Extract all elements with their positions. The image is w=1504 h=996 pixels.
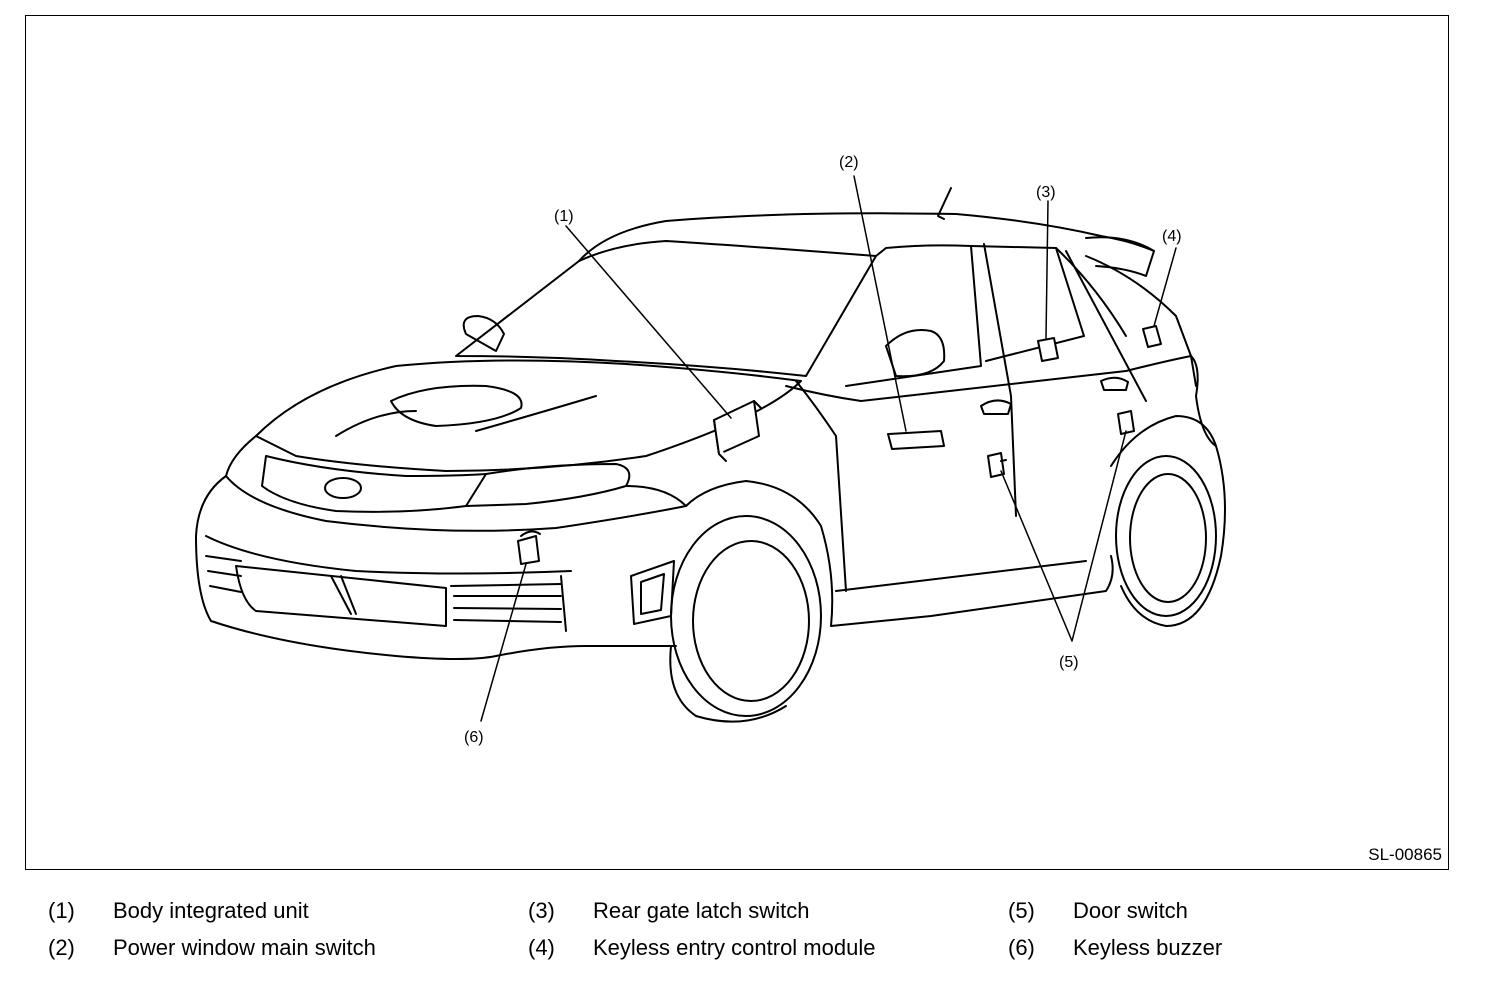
callout-1: (1): [554, 208, 574, 225]
legend-label: Keyless buzzer: [1073, 935, 1223, 960]
legend-number: (2): [48, 935, 75, 960]
component-markers: [517, 325, 1162, 565]
legend-label: Door switch: [1073, 898, 1188, 923]
legend-label: Rear gate latch switch: [593, 898, 810, 923]
legend-number: (3): [528, 898, 555, 923]
callout-2: (2): [839, 154, 859, 171]
legend-label: Keyless entry control module: [593, 935, 876, 960]
legend-label: Body integrated unit: [113, 898, 309, 923]
callout-4: (4): [1162, 228, 1182, 245]
callout-labels: (1) (2) (3) (4) (5) (6): [464, 154, 1182, 746]
callout-3: (3): [1036, 184, 1056, 201]
legend-label: Power window main switch: [113, 935, 376, 960]
legend-number: (5): [1008, 898, 1035, 923]
car-body: [195, 187, 1226, 723]
leader-lines: [480, 175, 1177, 722]
diagram-frame: (1) (2) (3) (4) (5) (6) SL-00865: [25, 15, 1449, 870]
legend-number: (1): [48, 898, 75, 923]
legend: (1) Body integrated unit (2) Power windo…: [0, 898, 1504, 978]
figure-id: SL-00865: [1368, 845, 1442, 864]
legend-number: (4): [528, 935, 555, 960]
legend-number: (6): [1008, 935, 1035, 960]
callout-5: (5): [1059, 654, 1079, 671]
callout-6: (6): [464, 729, 484, 746]
car-illustration: (1) (2) (3) (4) (5) (6): [195, 154, 1226, 746]
